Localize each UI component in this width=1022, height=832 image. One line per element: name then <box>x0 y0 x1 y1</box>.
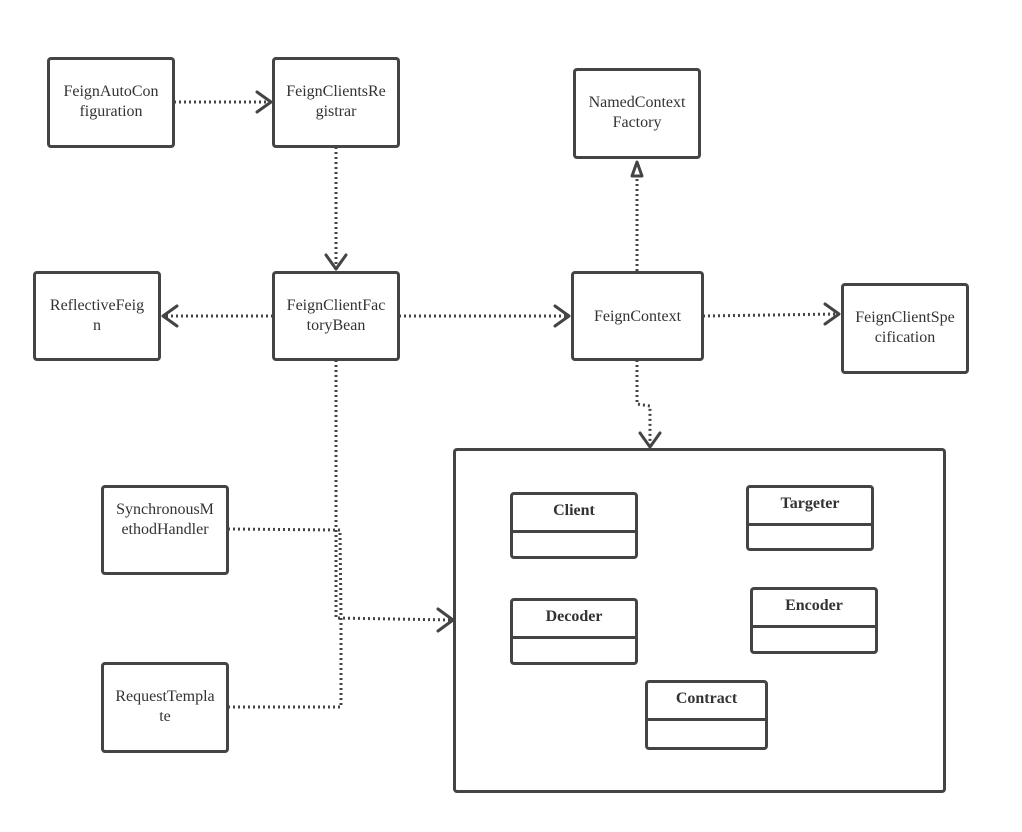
request-template-node[interactable]: RequestTemplate <box>101 662 229 753</box>
feign-clients-registrar-label: FeignClientsRegistrar <box>286 83 386 120</box>
request-template-label: RequestTemplate <box>115 688 215 725</box>
arrowhead-components-left <box>436 607 455 633</box>
feign-context-node[interactable]: FeignContext <box>571 271 704 361</box>
contract-class[interactable]: Contract <box>645 680 768 750</box>
targeter-class-name: Targeter <box>749 488 871 526</box>
client-class[interactable]: Client <box>510 492 638 559</box>
arrowhead-registrar <box>255 90 273 114</box>
reflective-feign-label: ReflectiveFeign <box>49 297 145 334</box>
synchronous-method-handler-label: SynchronousMethodHandler <box>116 501 214 538</box>
edge-factorybean-to-components <box>334 360 453 622</box>
named-context-factory-node[interactable]: NamedContextFactory <box>573 68 701 159</box>
reflective-feign-node[interactable]: ReflectiveFeign <box>33 271 161 361</box>
contract-class-name: Contract <box>648 683 765 721</box>
edge-context-to-specification <box>702 312 840 318</box>
feign-auto-configuration-label: FeignAutoConfiguration <box>63 83 159 120</box>
named-context-factory-label: NamedContextFactory <box>588 94 686 131</box>
inheritance-arrowhead <box>630 160 644 178</box>
arrowhead-context <box>553 304 571 328</box>
edge-synchronous-to-components <box>227 527 343 621</box>
encoder-class-name: Encoder <box>753 590 875 628</box>
feign-client-specification-node[interactable]: FeignClientSpecification <box>841 283 969 374</box>
edge-context-to-components <box>635 360 652 446</box>
client-class-name: Client <box>513 495 635 533</box>
feign-context-label: FeignContext <box>593 308 682 325</box>
arrowhead-reflective <box>161 304 179 328</box>
feign-client-factory-bean-node[interactable]: FeignClientFactoryBean <box>272 271 400 361</box>
synchronous-method-handler-node[interactable]: SynchronousMethodHandler <box>101 485 229 575</box>
arrowhead-factorybean <box>324 253 348 271</box>
edge-requesttemplate-to-components <box>228 620 343 709</box>
feign-clients-registrar-node[interactable]: FeignClientsRegistrar <box>272 57 400 148</box>
arrowhead-components-top <box>638 431 662 449</box>
targeter-class[interactable]: Targeter <box>746 485 874 551</box>
decoder-class[interactable]: Decoder <box>510 598 638 665</box>
encoder-class[interactable]: Encoder <box>750 587 878 654</box>
feign-auto-configuration-node[interactable]: FeignAutoConfiguration <box>47 57 175 148</box>
arrowhead-specification <box>823 302 841 326</box>
feign-client-specification-label: FeignClientSpecification <box>855 309 955 346</box>
decoder-class-name: Decoder <box>513 601 635 639</box>
feign-client-factory-bean-label: FeignClientFactoryBean <box>286 297 386 334</box>
